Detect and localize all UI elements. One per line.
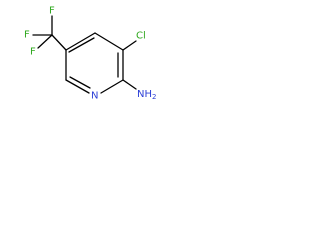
atom-f-top: F: [49, 6, 55, 17]
molecule-diagram: F F F Cl N NH2: [24, 6, 156, 102]
bond-c5-cf3: [51, 34, 67, 51]
bond-c4-c5: [65, 32, 96, 51]
atom-chlorine: Cl: [136, 31, 146, 42]
amine-nh-label: NH: [137, 89, 152, 100]
bond-c4-c5-double: [68, 37, 95, 53]
atom-f-lower: F: [30, 47, 36, 58]
bond-c2-nh2: [122, 79, 137, 90]
atom-ring-nitrogen: N: [91, 91, 98, 102]
bond-c6-n1: [65, 79, 90, 94]
bond-n1-c2: [100, 79, 124, 94]
bond-c3-cl: [122, 40, 137, 51]
atom-f-left: F: [24, 30, 30, 41]
bond-cf-lower: [37, 34, 53, 49]
atom-amine: NH2: [137, 89, 156, 102]
amine-subscript: 2: [152, 93, 156, 101]
bond-c6-n1-double: [69, 76, 91, 89]
bond-c3-c4: [94, 32, 124, 51]
structure-canvas: F F F Cl N NH2: [0, 0, 178, 107]
